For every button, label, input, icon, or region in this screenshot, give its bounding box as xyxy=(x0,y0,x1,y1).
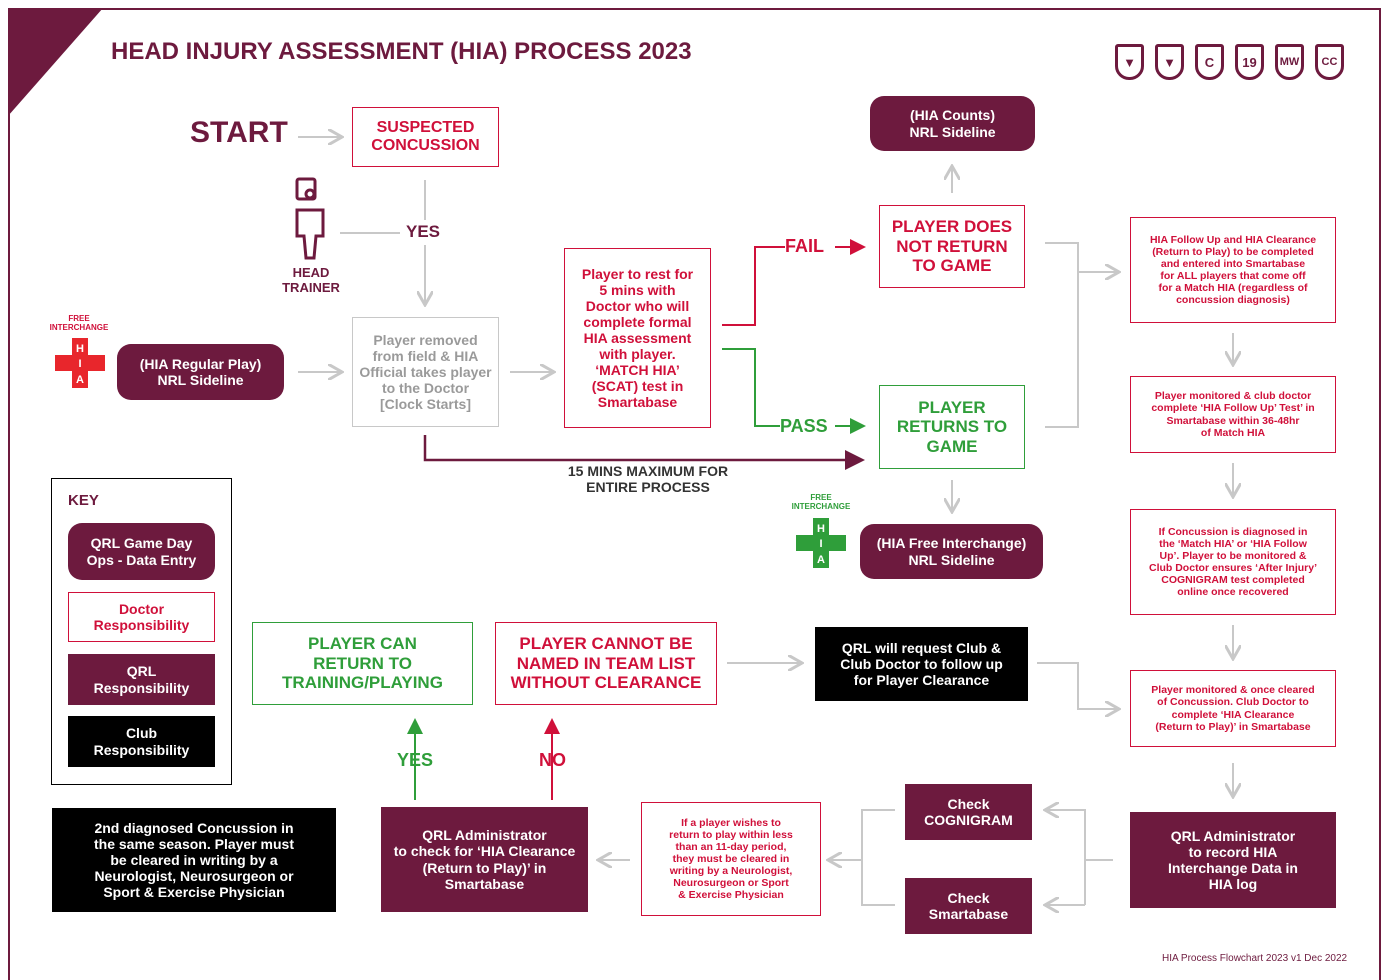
key-panel: KEY QRL Game Day Ops - Data Entry Doctor… xyxy=(51,478,232,785)
cup-icon: ▼ xyxy=(1163,54,1176,70)
svg-text:I: I xyxy=(78,358,81,370)
fifteen-mins-label: 15 MINS MAXIMUM FOR ENTIRE PROCESS xyxy=(567,463,729,496)
hia-regular-play-box: (HIA Regular Play) NRL Sideline xyxy=(117,344,284,400)
logo-badge-2: ▼ xyxy=(1155,44,1184,80)
player-does-not-return-box: PLAYER DOES NOT RETURN TO GAME xyxy=(879,205,1025,288)
fail-label: FAIL xyxy=(785,236,824,256)
start-label: START xyxy=(190,116,288,149)
cleared-box: Player monitored & once cleared of Concu… xyxy=(1130,670,1336,747)
pass-label: PASS xyxy=(780,416,828,436)
second-concussion-box: 2nd diagnosed Concussion in the same sea… xyxy=(52,808,336,912)
key-game-day-ops: QRL Game Day Ops - Data Entry xyxy=(68,523,215,580)
svg-text:H: H xyxy=(817,523,825,535)
svg-text:A: A xyxy=(76,374,84,386)
no-label-bottom: NO xyxy=(539,750,566,770)
yes-label-bottom: YES xyxy=(397,750,434,770)
yes-label-top: YES xyxy=(406,222,441,241)
key-club-responsibility: Club Responsibility xyxy=(68,716,215,767)
svg-text:A: A xyxy=(817,554,825,566)
follow-up-box: HIA Follow Up and HIA Clearance (Return … xyxy=(1130,217,1336,323)
cup-icon: ▼ xyxy=(1123,54,1136,70)
hia-free-interchange-box: (HIA Free Interchange) NRL Sideline xyxy=(860,524,1043,579)
cannot-be-named-box: PLAYER CANNOT BE NAMED IN TEAM LIST WITH… xyxy=(495,622,717,705)
footer-version: HIA Process Flowchart 2023 v1 Dec 2022 xyxy=(1162,953,1348,964)
page-title: HEAD INJURY ASSESSMENT (HIA) PROCESS 202… xyxy=(111,38,692,65)
qrl-admin-check-box: QRL Administrator to check for ‘HIA Clea… xyxy=(381,807,588,912)
player-removed-box: Player removed from field & HIA Official… xyxy=(352,317,499,427)
monitored-box: Player monitored & club doctor complete … xyxy=(1130,376,1336,453)
svg-text:I: I xyxy=(819,538,822,550)
rest-assessment-box: Player to rest for 5 mins with Doctor wh… xyxy=(564,248,711,428)
free-interchange-label-top: FREE INTERCHANGE xyxy=(49,314,109,333)
key-title: KEY xyxy=(68,492,99,509)
svg-text:H: H xyxy=(76,343,84,355)
key-qrl-responsibility: QRL Responsibility xyxy=(68,654,215,705)
check-cognigram-box: Check COGNIGRAM xyxy=(905,784,1032,840)
head-trainer-icon xyxy=(294,176,328,260)
eleven-day-box: If a player wishes to return to play wit… xyxy=(641,802,821,916)
logo-badge-4: 19 xyxy=(1235,44,1264,80)
suspected-concussion-box: SUSPECTED CONCUSSION xyxy=(352,107,499,167)
logo-badge-6: CC xyxy=(1315,44,1344,80)
logo-badge-1: ▼ xyxy=(1115,44,1144,80)
free-interchange-label-mid: FREE INTERCHANGE xyxy=(791,493,851,512)
key-doctor-responsibility: Doctor Responsibility xyxy=(68,592,215,642)
can-return-box: PLAYER CAN RETURN TO TRAINING/PLAYING xyxy=(252,622,473,705)
qrl-request-box: QRL will request Club & Club Doctor to f… xyxy=(815,627,1028,701)
player-returns-box: PLAYER RETURNS TO GAME xyxy=(879,385,1025,469)
record-hia-box: QRL Administrator to record HIA Intercha… xyxy=(1130,812,1336,908)
logo-badge-5: MW xyxy=(1275,44,1304,80)
hia-counts-box: (HIA Counts) NRL Sideline xyxy=(870,96,1035,151)
check-smartabase-box: Check Smartabase xyxy=(905,878,1032,934)
head-trainer-label: HEAD TRAINER xyxy=(282,265,340,295)
diagnosed-box: If Concussion is diagnosed in the ‘Match… xyxy=(1130,509,1336,615)
page-frame xyxy=(8,8,1381,980)
logo-badge-3: C xyxy=(1195,44,1224,80)
corner-banner xyxy=(8,8,103,116)
